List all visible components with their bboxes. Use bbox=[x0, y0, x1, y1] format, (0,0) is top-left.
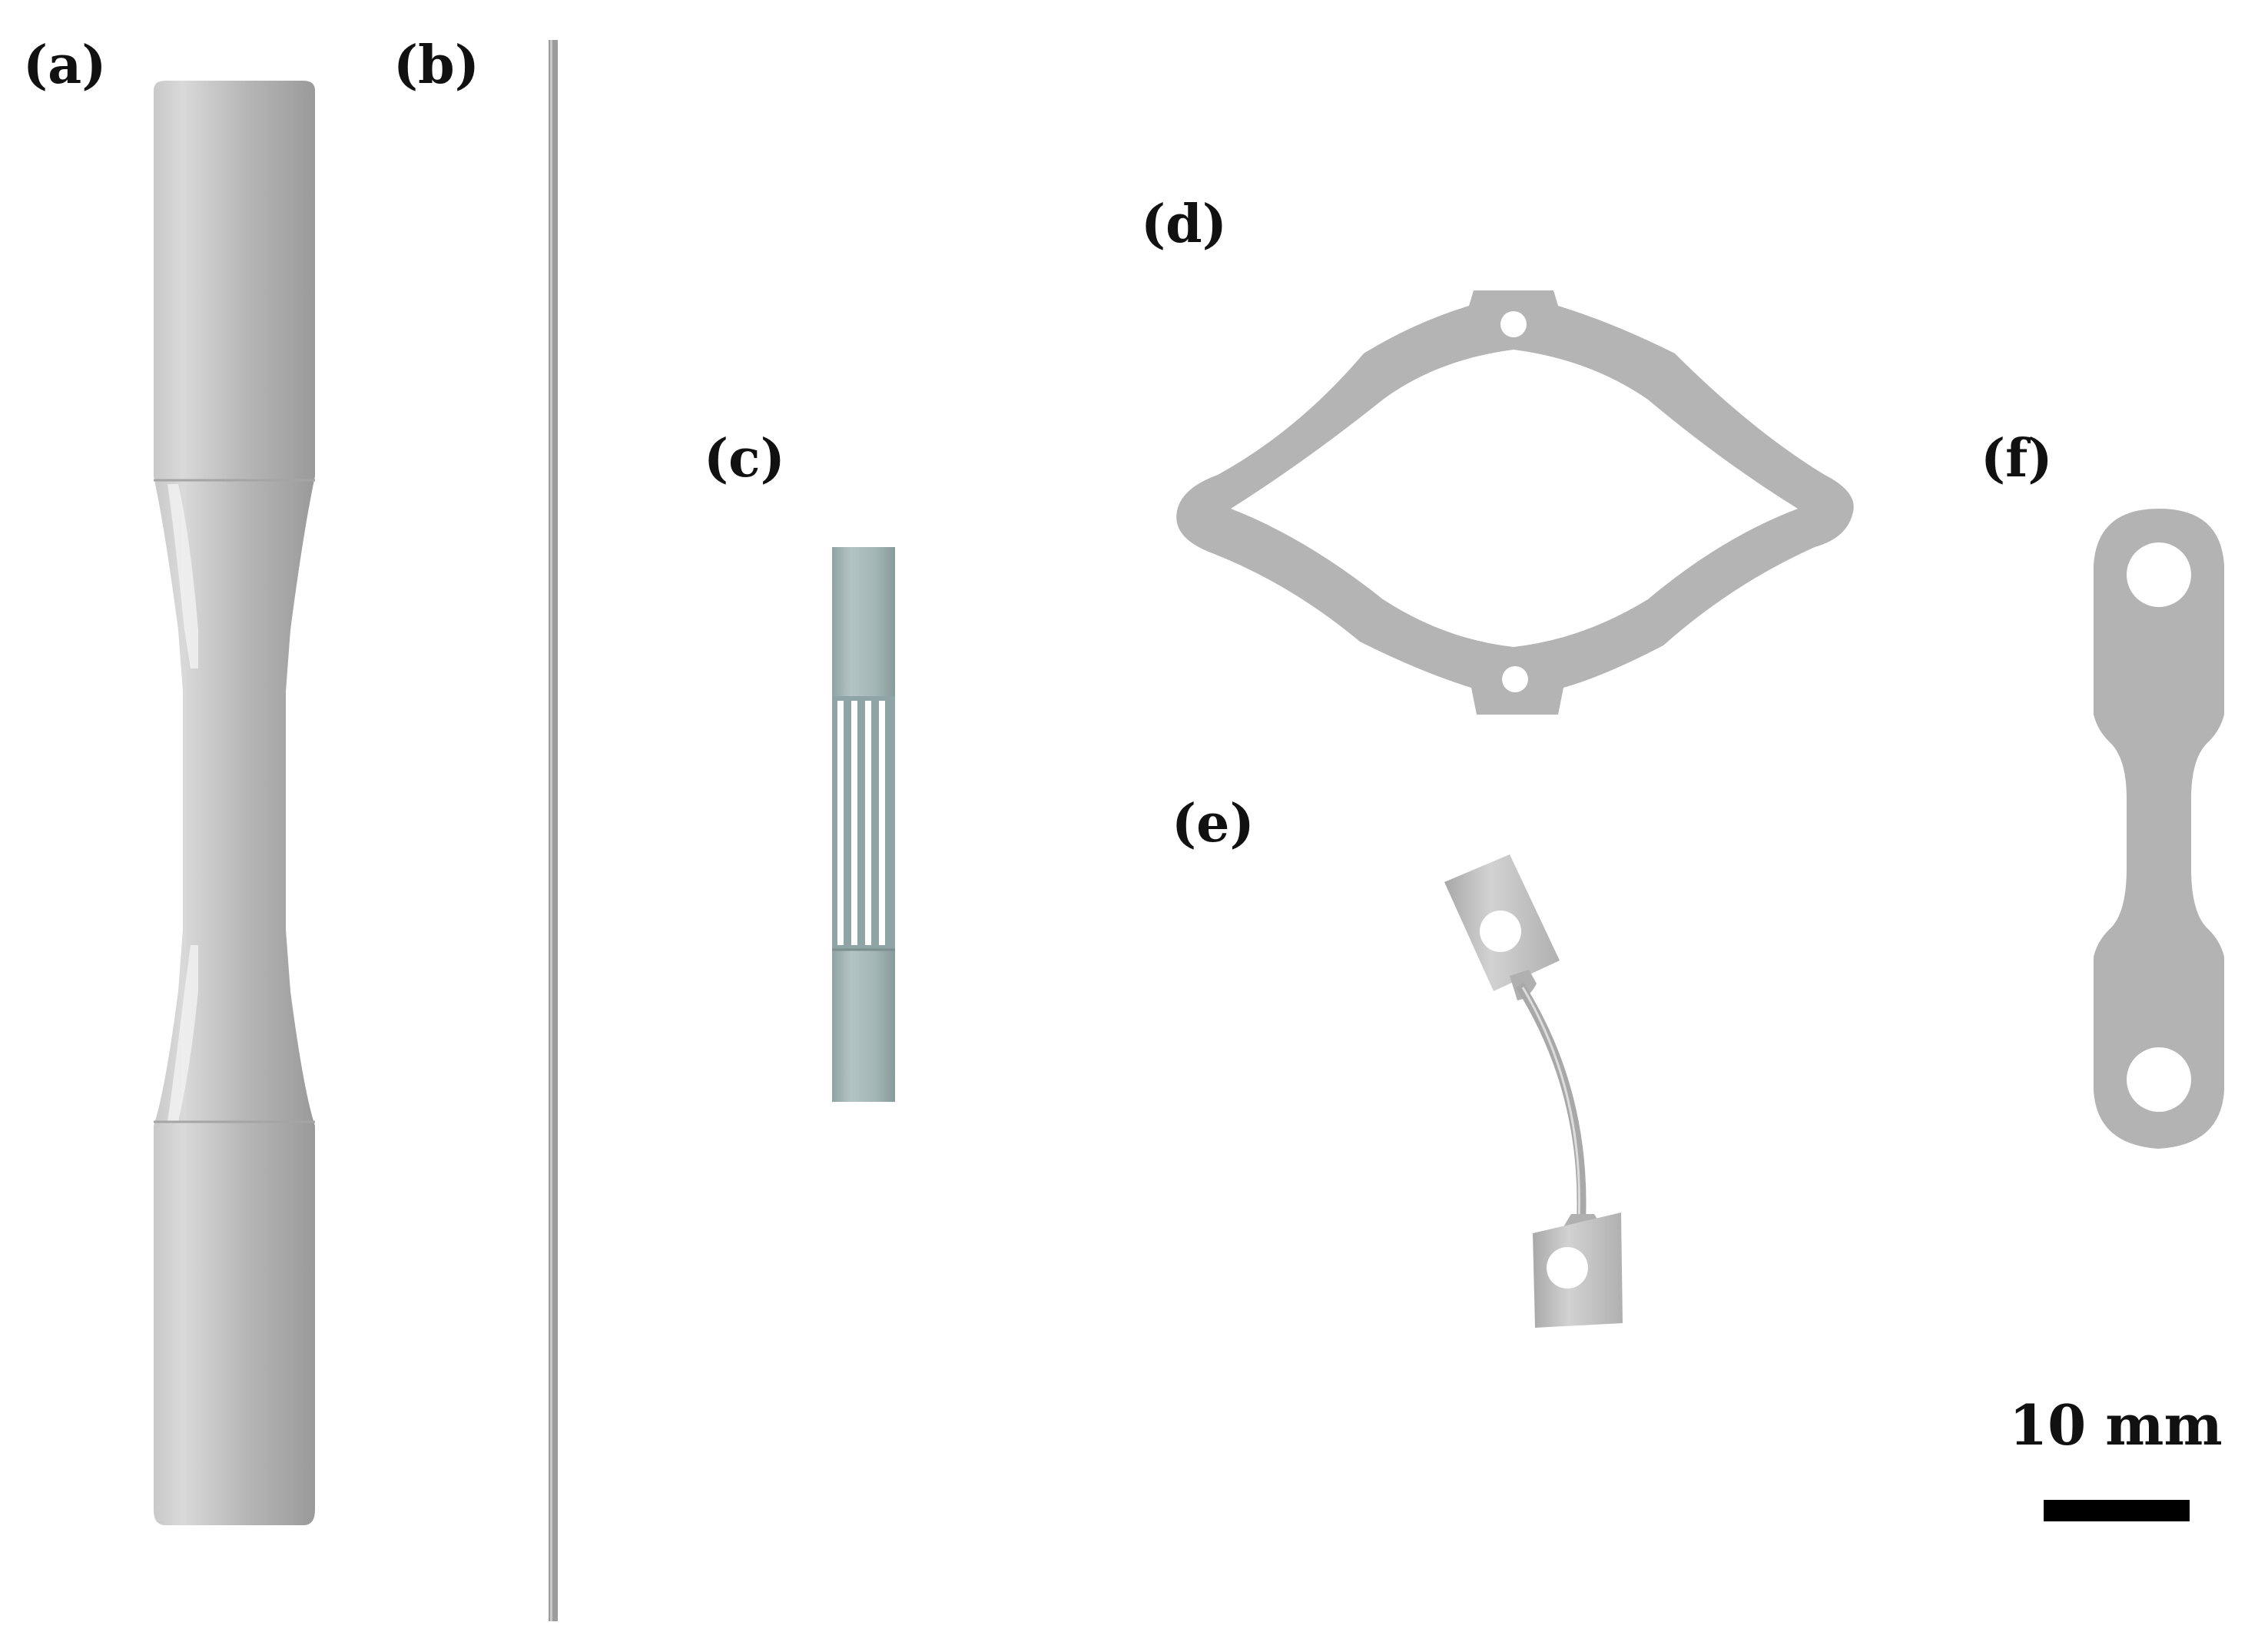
panel-label-f: (f) bbox=[1981, 428, 2053, 489]
panel-label-c: (c) bbox=[704, 428, 785, 489]
scale-bar bbox=[2044, 1500, 2190, 1521]
panel-label-d: (d) bbox=[1141, 194, 1227, 255]
specimen-f-flat-dogbone bbox=[2094, 509, 2224, 1149]
panel-label-a: (a) bbox=[23, 35, 106, 96]
specimen-a-dogbone-rod bbox=[154, 81, 315, 1525]
panel-label-b: (b) bbox=[393, 35, 479, 96]
specimen-c-slotted-tube bbox=[832, 547, 895, 1102]
panel-label-e: (e) bbox=[1172, 793, 1255, 854]
specimen-b-thin-wire bbox=[549, 40, 558, 1621]
specimen-e-curved-strip bbox=[1444, 854, 1623, 1328]
specimen-d-diamond-frame bbox=[1176, 290, 1854, 715]
scale-bar-label: 10 mm bbox=[2009, 1392, 2223, 1458]
